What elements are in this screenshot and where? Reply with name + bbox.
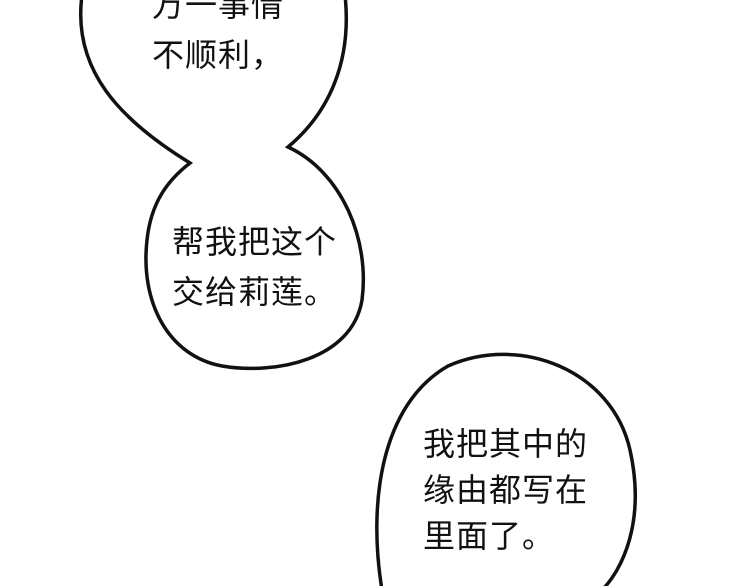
bubble-3-line-1: 我把其中的 (423, 425, 589, 463)
bubble-1-line-1: 万一事情 (152, 0, 285, 24)
bubble-3-line-2: 缘由都写在 (423, 471, 589, 509)
bubble-1-line-2: 不顺利， (152, 36, 285, 74)
bubble-2-line-1: 帮我把这个 (172, 223, 338, 261)
speech-bubble-top-connected (79, 0, 366, 371)
bubble-2-line-2: 交给莉莲。 (172, 273, 338, 311)
speech-bubble-bottom-right (375, 352, 637, 586)
bubble-3-line-3: 里面了。 (423, 517, 556, 555)
bubble-1-text: 万一事情 不顺利， (152, 0, 284, 80)
bubble-2-text: 帮我把这个 交给莉莲。 (172, 217, 337, 317)
bubble-3-text: 我把其中的 缘由都写在 里面了。 (423, 421, 588, 559)
